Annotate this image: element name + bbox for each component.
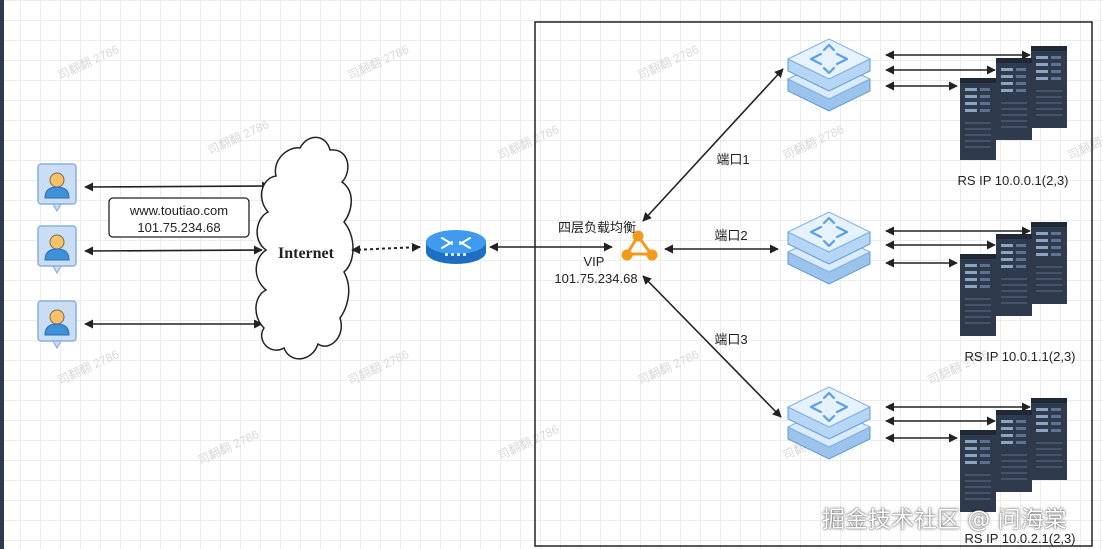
vip-ip: 101.75.234.68 bbox=[554, 271, 637, 286]
switch-server-links bbox=[885, 50, 1031, 443]
dns-domain-text: www.toutiao.com bbox=[129, 203, 228, 218]
watermark-text: 司翻翻 2786 bbox=[1065, 122, 1103, 163]
rs-label-2: RS IP 10.0.1.1(2,3) bbox=[964, 349, 1075, 364]
lb-title: 四层负载均衡 bbox=[558, 220, 636, 235]
watermark-text: 司翻翻 2786 bbox=[635, 347, 701, 388]
watermark-text: 司翻翻 2786 bbox=[345, 42, 411, 83]
load-balancer-icon bbox=[621, 230, 658, 261]
footer-watermark: 掘金技术社区 @ 问海棠 bbox=[822, 507, 1067, 533]
dns-ip-text: 101.75.234.68 bbox=[137, 220, 220, 235]
real-server-stack bbox=[960, 222, 1067, 336]
port-1-label: 端口1 bbox=[716, 152, 749, 167]
watermark-text: 司翻翻 2786 bbox=[635, 42, 701, 83]
vip-label: VIP bbox=[584, 254, 605, 269]
user-client-icon bbox=[37, 225, 77, 274]
user-client-icon bbox=[37, 163, 77, 212]
port-2-label: 端口2 bbox=[714, 228, 747, 243]
internet-cloud bbox=[255, 136, 354, 360]
watermark-text: 司翻翻 2786 bbox=[495, 122, 561, 163]
dns-info-box bbox=[108, 197, 250, 238]
watermark-text: 司翻翻 2786 bbox=[495, 422, 561, 463]
watermark-text: 司翻翻 2786 bbox=[55, 42, 121, 83]
watermark-text: 司翻翻 2786 bbox=[780, 122, 846, 163]
internet-label: Internet bbox=[278, 245, 335, 262]
switch-icon bbox=[786, 210, 872, 286]
watermark-text: 司翻翻 2786 bbox=[205, 117, 271, 158]
rs-label-3: RS IP 10.0.2.1(2,3) bbox=[964, 531, 1075, 546]
watermark-text: 司翻翻 2786 bbox=[55, 347, 121, 388]
watermark-text: 司翻翻 2786 bbox=[195, 427, 261, 468]
window-edge bbox=[0, 0, 4, 549]
router-icon bbox=[426, 230, 486, 264]
client-internet-links bbox=[84, 181, 271, 329]
port-3-label: 端口3 bbox=[714, 332, 747, 347]
real-server-stack bbox=[960, 398, 1067, 512]
background-watermarks: 司翻翻 2786 司翻翻 2786 司翻翻 2786 司翻翻 2786 司翻翻 … bbox=[55, 42, 1103, 468]
lb-switch-links bbox=[642, 68, 784, 418]
switch-icon bbox=[786, 37, 872, 113]
rs-label-1: RS IP 10.0.0.1(2,3) bbox=[957, 173, 1068, 188]
real-server-stack bbox=[960, 46, 1067, 160]
datacenter-boundary bbox=[534, 21, 1093, 547]
user-client-icon bbox=[37, 300, 77, 349]
watermark-text: 司翻翻 2786 bbox=[345, 347, 411, 388]
internet-router-link bbox=[351, 242, 421, 255]
